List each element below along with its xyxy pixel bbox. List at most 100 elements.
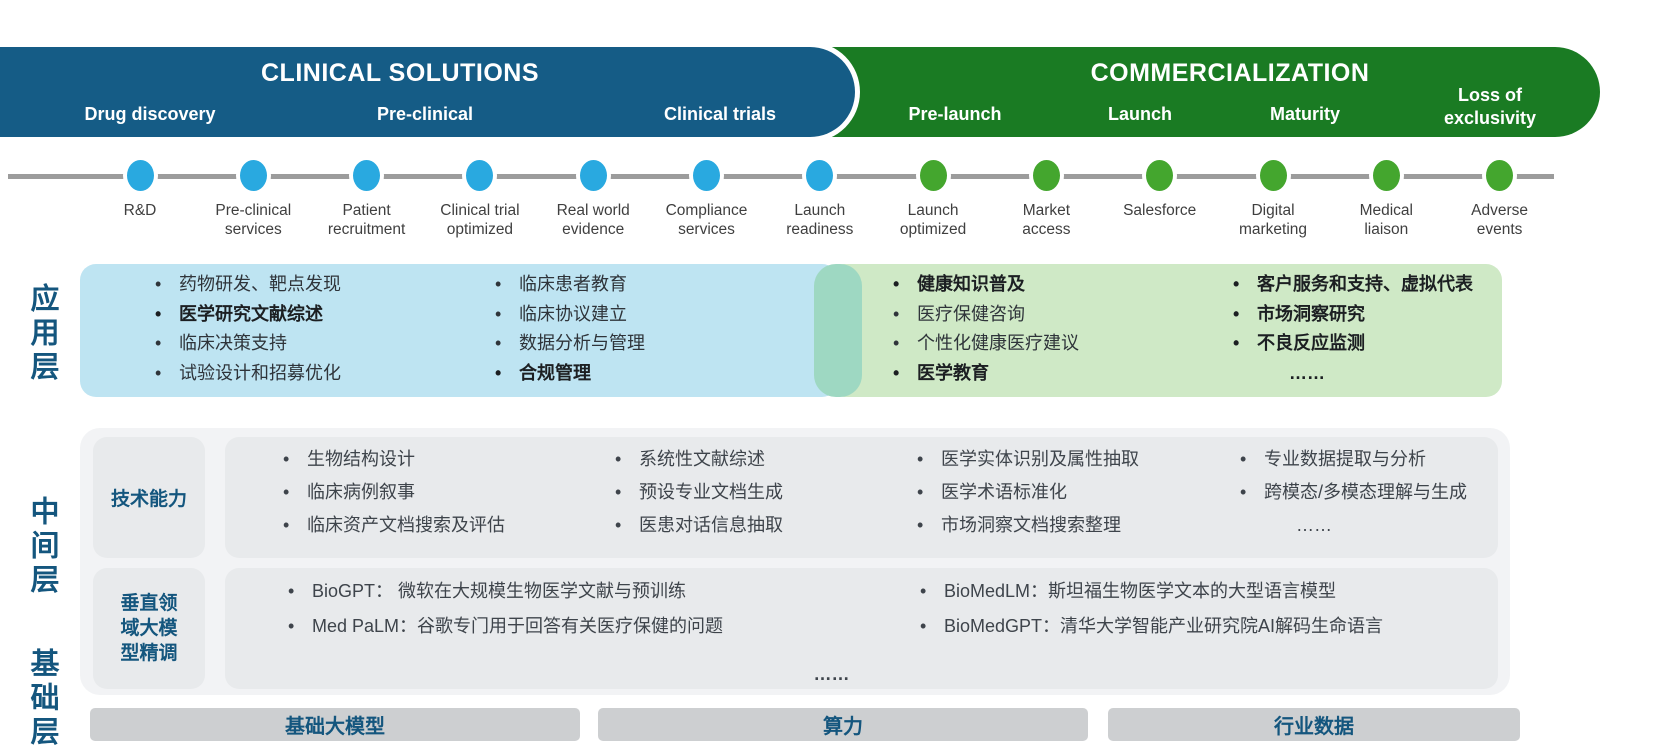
bullet-text: 健康知识普及: [917, 274, 1025, 294]
bullet-item: •个性化健康医疗建议: [893, 329, 1079, 359]
timeline-dot: [126, 160, 154, 191]
timeline-milestone-label: Pre-clinical services: [215, 202, 292, 238]
bullet-dot-glyph: •: [155, 333, 162, 353]
timeline-dot: [353, 160, 381, 191]
bullet-item: •跨模态/多模态理解与生成: [1240, 476, 1467, 509]
timeline-milestone-label: Launch readiness: [786, 202, 854, 238]
timeline-milestone-label: R&D: [123, 202, 157, 219]
bullet-dot-glyph: •: [495, 362, 502, 383]
bullet-item: • 合规管理: [495, 359, 645, 389]
bullet-dot-glyph: •: [893, 362, 900, 383]
bullet-text: 临床患者教育: [519, 274, 627, 294]
bullet-dot-glyph: •: [288, 581, 295, 601]
bullet-list: •生物结构设计•临床病例叙事•临床资产文档搜索及评估: [283, 443, 505, 542]
base-bar: 行业数据: [1108, 708, 1520, 741]
phase-label: Drug discovery: [84, 104, 216, 124]
bullet-item: •数据分析与管理: [495, 329, 645, 359]
bullet-list: •医学实体识别及属性抽取•医学术语标准化•市场洞察文档搜索整理: [917, 443, 1139, 542]
bullet-list: •健康知识普及•医疗保健咨询•个性化健康医疗建议•医学教育: [893, 270, 1079, 388]
bullet-dot-glyph: •: [893, 333, 900, 353]
bullet-text: 市场洞察研究: [1257, 303, 1365, 324]
bullet-dot-glyph: •: [917, 515, 924, 535]
timeline-dot: [1032, 160, 1060, 191]
timeline-milestone-label: Digital marketing: [1238, 202, 1308, 238]
bullet-item: •健康知识普及: [893, 270, 1079, 300]
bullet-item: •BioMedGPT：清华大学智能产业研究院AI解码生命语言: [920, 609, 1383, 644]
bullet-dot-glyph: •: [283, 482, 290, 502]
bullet-list: •药物研发、靶点发现•医学研究文献综述•临床决策支持•试验设计和招募优化: [155, 270, 341, 388]
bullet-dot-glyph: •: [155, 274, 162, 294]
bullet-dot-glyph: •: [893, 303, 900, 324]
timeline-milestone-label: Launch optimized: [899, 202, 967, 238]
bullet-text: 不良反应监测: [1257, 333, 1365, 353]
model-tuning-label-box: 垂直领域大模型精调: [93, 568, 205, 689]
bullet-dot-glyph: •: [615, 449, 622, 469]
timeline-milestone-label: Clinical trial optimized: [440, 202, 520, 238]
bullet-dot-glyph: •: [495, 274, 502, 294]
bullet-item: • 医学研究文献综述: [155, 300, 341, 330]
clinical-applications-box: •药物研发、靶点发现•医学研究文献综述•临床决策支持•试验设计和招募优化•临床患…: [80, 264, 838, 397]
bullet-text: 临床决策支持: [179, 333, 287, 353]
bullet-dot-glyph: •: [1240, 482, 1247, 502]
bullet-item: • 药物研发、靶点发现: [155, 270, 341, 300]
bullet-text: 数据分析与管理: [519, 333, 645, 353]
bullet-item: •……: [1233, 359, 1473, 389]
timeline-dot: [806, 160, 834, 191]
bullet-item: • 临床决策支持: [155, 329, 341, 359]
capability-label: 技术能力: [110, 489, 187, 510]
bullet-text: 医学研究文献综述: [179, 303, 323, 324]
timeline-dot: [693, 160, 720, 191]
timeline-milestone-label: Market access: [1022, 202, 1071, 238]
bullet-text: 医学术语标准化: [941, 482, 1067, 502]
phase-label: Pre-clinical: [376, 104, 474, 124]
bullet-item: •专业数据提取与分析: [1240, 443, 1467, 476]
bullet-dot-glyph: •: [155, 362, 162, 383]
bullet-text: 客户服务和支持、虚拟代表: [1257, 274, 1473, 294]
bullet-dot-glyph: •: [917, 482, 924, 502]
bullet-dot-glyph: •: [495, 303, 502, 324]
bullet-list: •BioGPT： 微软在大规模生物医学文献与预训练• Med PaLM：谷歌专门用…: [288, 574, 723, 644]
timeline-dot: [579, 160, 607, 191]
model-tuning-label: 垂直领域大模型精调: [120, 593, 178, 664]
bullet-item: •不良反应监测: [1233, 329, 1473, 359]
bullet-item: •BioGPT： 微软在大规模生物医学文献与预训练: [288, 574, 723, 609]
bullet-item: •临床病例叙事: [283, 476, 505, 509]
timeline-milestone-label: Compliance services: [665, 202, 748, 238]
bullet-list: • BioMedLM：斯坦福生物医学文本的大型语言模型 •BioMedGPT：清华大…: [920, 574, 1383, 644]
bullet-text: ……: [1289, 362, 1325, 383]
bullet-dot-glyph: •: [1240, 449, 1247, 469]
timeline-dot: [239, 160, 267, 191]
bullet-list: •专业数据提取与分析•跨模态/多模态理解与生成•……: [1240, 443, 1467, 542]
bullet-dot-glyph: •: [155, 303, 162, 324]
bullet-text: BioMedLM：斯坦福生物医学文本的大型语言模型: [944, 581, 1337, 601]
bullet-list: •临床患者教育•临床协议建立•数据分析与管理•合规管理: [495, 270, 645, 388]
timeline-dot: [919, 160, 947, 191]
bullet-item: •临床协议建立: [495, 300, 645, 330]
bullet-dot-glyph: •: [920, 581, 927, 601]
timeline-dot: [1146, 160, 1174, 191]
bullet-dot-glyph: •: [283, 449, 290, 469]
commercial-applications-box: •健康知识普及•医疗保健咨询•个性化健康医疗建议•医学教育•客户服务和支持、虚拟…: [828, 264, 1502, 397]
phase-label: Clinical trials: [663, 104, 777, 124]
phase-label: Pre-launch: [908, 104, 1002, 124]
application-layer-label: 应用层: [26, 283, 58, 385]
bullet-text: 药物研发、靶点发现: [179, 274, 341, 294]
bullet-item: •客户服务和支持、虚拟代表: [1233, 270, 1473, 300]
capability-content-box: •生物结构设计•临床病例叙事•临床资产文档搜索及评估•系统性文献综述•预设专业文…: [225, 437, 1498, 558]
bullet-item: •系统性文献综述: [615, 443, 783, 476]
timeline-milestone-label: Salesforce: [1123, 202, 1197, 219]
bullet-text: 医患对话信息抽取: [639, 515, 783, 535]
model-tuning-content-box: …… •BioGPT： 微软在大规模生物医学文献与预训练•Med PaLM：谷歌…: [225, 568, 1498, 689]
bullet-text: 合规管理: [519, 362, 591, 383]
capability-label-box: 技术能力: [93, 437, 205, 558]
bullet-item: •预设专业文档生成: [615, 476, 783, 509]
bullet-text: Med PaLM：谷歌专门用于回答有关医疗保健的问题: [312, 616, 724, 636]
timeline-line: [8, 174, 1554, 179]
bullet-text: 医疗保健咨询: [917, 303, 1025, 324]
bullet-text: 生物结构设计: [307, 449, 415, 469]
timeline-dot: [466, 160, 494, 191]
bullet-item: • 生物结构设计: [283, 443, 505, 476]
bullet-item: • 临床患者教育: [495, 270, 645, 300]
bullet-item: •市场洞察研究: [1233, 300, 1473, 330]
